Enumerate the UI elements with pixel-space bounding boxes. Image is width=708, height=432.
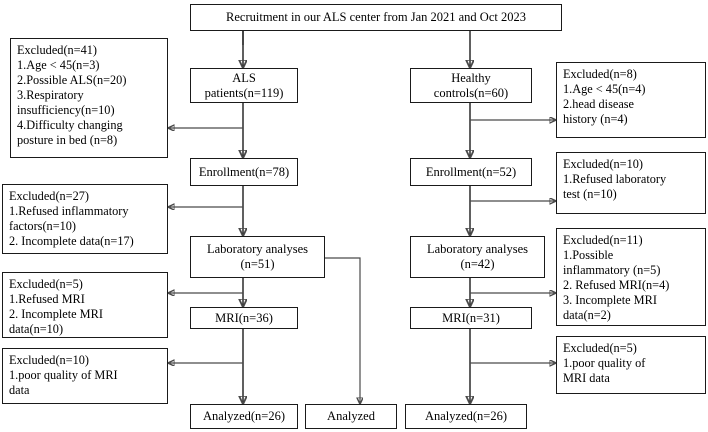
- node-als-patients-label: ALS patients(n=119): [204, 70, 284, 100]
- node-enrollment-left-label: Enrollment(n=78): [198, 164, 290, 179]
- node-laboratory-right-line2: (n=42): [460, 256, 495, 271]
- node-healthy-controls-label: Healthy controls(n=60): [433, 70, 509, 100]
- node-als-patients: ALS patients(n=119): [190, 68, 298, 103]
- node-enrollment-left: Enrollment(n=78): [190, 158, 298, 186]
- node-healthy-controls: Healthy controls(n=60): [410, 68, 532, 103]
- node-analyzed-middle-label: Analyzed: [327, 409, 375, 424]
- exclusion-box-excluded-8: Excluded(n=8) 1.Age < 45(n=4) 2.head dis…: [556, 62, 706, 138]
- node-mri-right-label: MRI(n=31): [442, 310, 500, 325]
- node-analyzed-left: Analyzed(n=26): [190, 404, 298, 429]
- node-laboratory-left-line2: (n=51): [240, 256, 275, 271]
- exclusion-box-excluded-5-mri: Excluded(n=5) 1.Refused MRI 2. Incomplet…: [2, 272, 168, 338]
- exclusion-box-excluded-27: Excluded(n=27) 1.Refused inflammatory fa…: [2, 184, 168, 254]
- node-laboratory-left-line1: Laboratory analyses: [206, 242, 308, 256]
- node-recruitment-label: Recruitment in our ALS center from Jan 2…: [226, 10, 526, 25]
- node-mri-left-label: MRI(n=36): [215, 310, 273, 325]
- node-enrollment-right-label: Enrollment(n=52): [425, 164, 517, 179]
- node-laboratory-right: Laboratory analyses (n=42): [410, 236, 545, 278]
- node-mri-right: MRI(n=31): [410, 307, 532, 329]
- exclusion-box-excluded-41: Excluded(n=41) 1.Age < 45(n=3) 2.Possibl…: [10, 38, 168, 158]
- exclusion-box-excluded-10-quality: Excluded(n=10) 1.poor quality of MRI dat…: [2, 348, 168, 404]
- exclusion-box-excluded-10-lab: Excluded(n=10) 1.Refused laboratory test…: [556, 152, 706, 214]
- exclusion-box-excluded-5-quality: Excluded(n=5) 1.poor quality of MRI data: [556, 336, 706, 394]
- node-mri-left: MRI(n=36): [190, 307, 298, 329]
- node-laboratory-right-line1: Laboratory analyses: [426, 242, 528, 256]
- node-analyzed-right-label: Analyzed(n=26): [424, 409, 508, 424]
- node-recruitment: Recruitment in our ALS center from Jan 2…: [190, 4, 562, 31]
- node-enrollment-right: Enrollment(n=52): [410, 158, 532, 186]
- node-analyzed-middle: Analyzed: [305, 404, 397, 429]
- node-laboratory-left: Laboratory analyses (n=51): [190, 236, 325, 278]
- node-analyzed-left-label: Analyzed(n=26): [202, 409, 286, 424]
- exclusion-box-excluded-11: Excluded(n=11) 1.Possible inflammatory (…: [556, 228, 706, 326]
- node-analyzed-right: Analyzed(n=26): [405, 404, 527, 429]
